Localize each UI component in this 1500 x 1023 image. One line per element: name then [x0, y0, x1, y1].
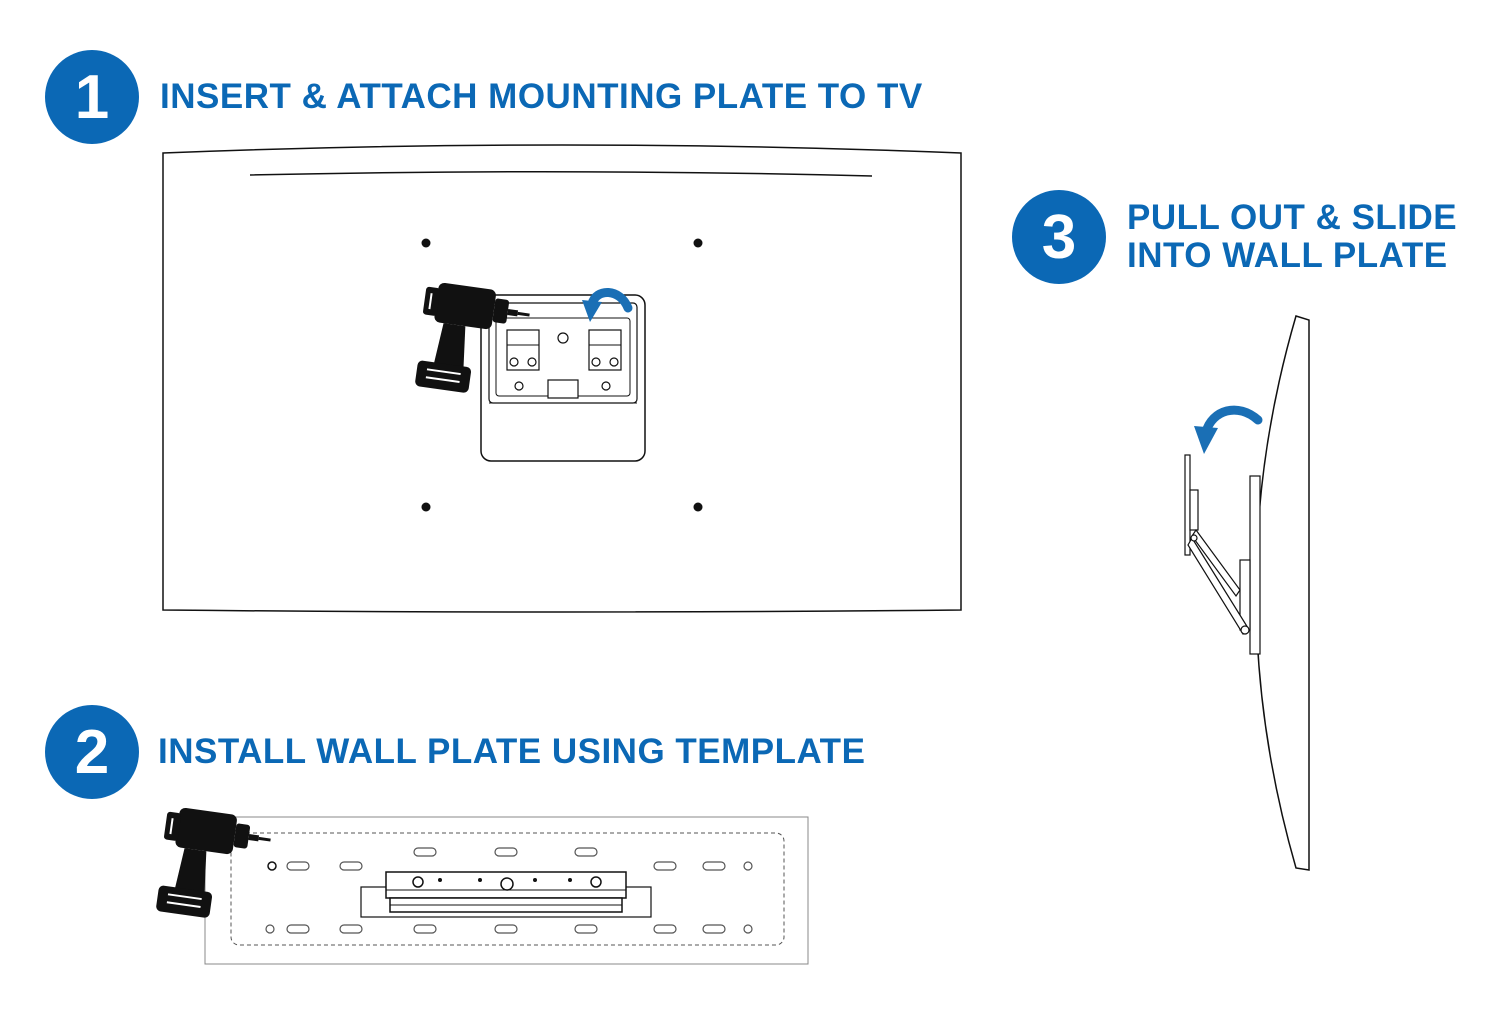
wall-plate: [385, 871, 627, 913]
step-3-title-line-2: INTO WALL PLATE: [1127, 236, 1448, 275]
vesa-holes: [421, 238, 703, 512]
tv-side-view: [1255, 315, 1310, 871]
mounting-plate: [480, 294, 646, 462]
curved-arrow-icon: [582, 288, 633, 322]
step-1-badge: 1: [45, 50, 139, 144]
step-3-title: PULL OUT & SLIDE INTO WALL PLATE: [1127, 199, 1457, 275]
step-3-badge: 3: [1012, 190, 1106, 284]
step-2-badge: 2: [45, 705, 139, 799]
wall-mount-arm-side: [1184, 454, 1261, 655]
step-3-number: 3: [1041, 202, 1077, 272]
step-2-title: INSTALL WALL PLATE USING TEMPLATE: [158, 732, 866, 771]
step-3-title-line-1: PULL OUT & SLIDE: [1127, 198, 1458, 237]
step-1-number: 1: [74, 62, 110, 132]
curved-arrow-icon: [1194, 405, 1263, 454]
step-1-title: INSERT & ATTACH MOUNTING PLATE TO TV: [160, 77, 923, 116]
step-2-number: 2: [74, 717, 110, 787]
